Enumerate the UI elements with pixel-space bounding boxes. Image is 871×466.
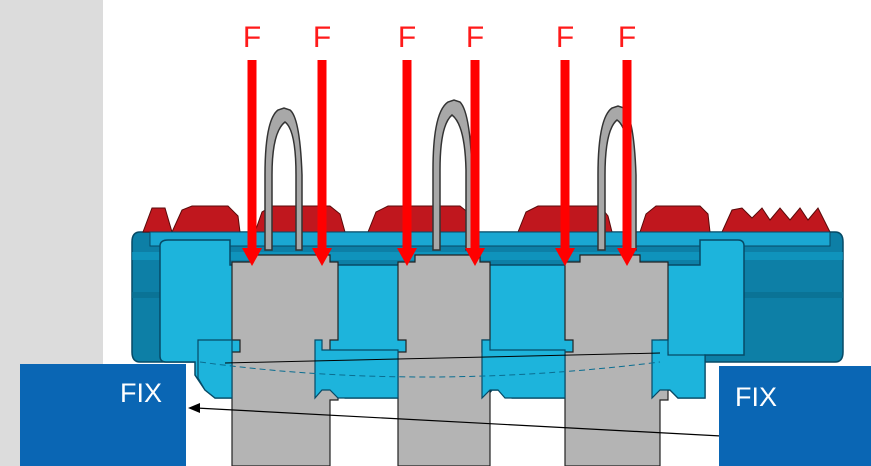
- fix-support-left: FIX: [20, 364, 186, 466]
- reference-line: [224, 352, 661, 364]
- force-arrow-shaft: [402, 60, 412, 250]
- fork: [264, 107, 303, 251]
- frame-block: [481, 339, 566, 400]
- force-arrow-head: [242, 248, 262, 266]
- deformation-curve: [199, 361, 661, 378]
- housing-band: [132, 252, 843, 260]
- frame-blocks: [197, 339, 706, 400]
- leader-arrowhead: [188, 403, 200, 413]
- cap: [142, 207, 173, 233]
- force-arrow-shaft: [622, 60, 632, 250]
- force-label: F: [617, 21, 637, 54]
- force-arrow-shaft: [470, 60, 480, 250]
- force-label: F: [242, 21, 262, 54]
- top-caps: [142, 205, 831, 233]
- force-arrow-head: [555, 248, 575, 266]
- pin-middle: [397, 254, 491, 466]
- pin-left: [231, 254, 339, 466]
- force-arrow-shaft: [247, 60, 257, 250]
- force-arrow-head: [465, 248, 485, 266]
- force-arrow-head: [617, 248, 637, 266]
- force-arrow-head: [312, 248, 332, 266]
- cap: [367, 205, 476, 233]
- force-arrows: [242, 60, 637, 266]
- terminal-pins: [231, 254, 669, 466]
- force-label: F: [397, 21, 417, 54]
- force-arrow-shaft: [560, 60, 570, 250]
- force-label: F: [555, 21, 575, 54]
- fix-support-right-label: FIX: [735, 382, 778, 412]
- fix-support-left-label: FIX: [120, 378, 163, 408]
- frame-block: [197, 339, 233, 399]
- frame-block: [651, 339, 706, 400]
- cap: [639, 205, 711, 233]
- fork: [597, 105, 637, 251]
- cap: [171, 205, 241, 233]
- force-arrow-shaft: [317, 60, 327, 250]
- cap: [721, 207, 831, 233]
- fix-support-right: FIX: [719, 366, 871, 466]
- frame-block: [314, 339, 399, 400]
- force-label: F: [312, 21, 332, 54]
- force-label: F: [465, 21, 485, 54]
- force-arrow-head: [397, 248, 417, 266]
